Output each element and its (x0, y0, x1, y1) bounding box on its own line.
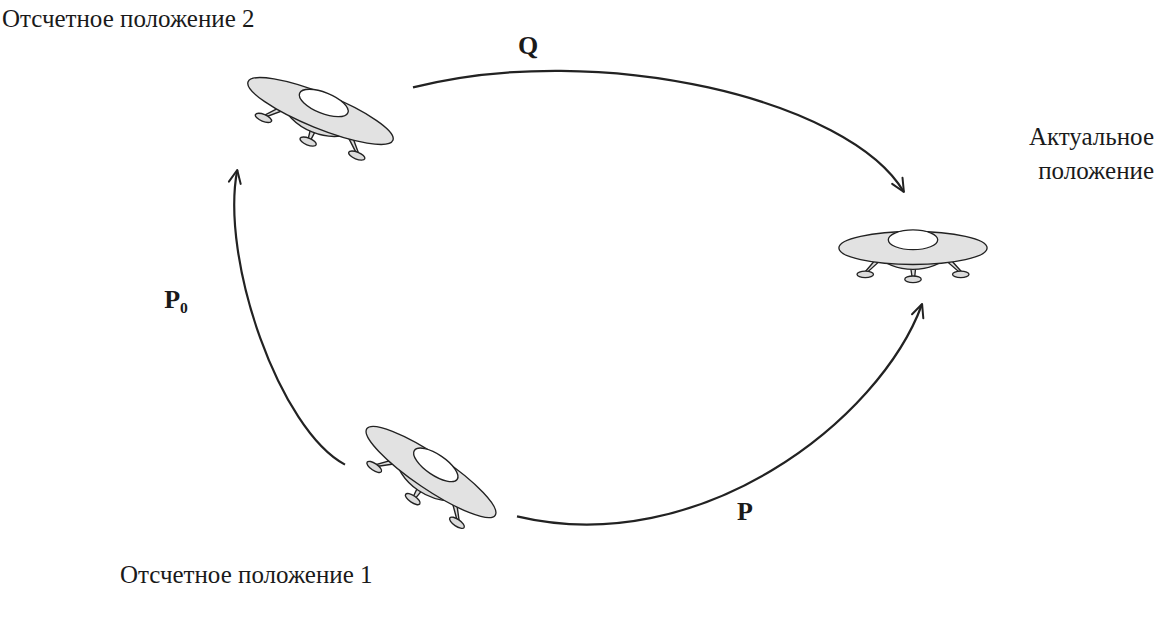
arrow-line (234, 170, 345, 465)
ufo-illustration (822, 192, 1004, 304)
ufo-body (234, 64, 400, 174)
arrow-head (229, 170, 241, 184)
ufo-pad (905, 276, 921, 283)
ufo-body (839, 230, 987, 283)
curved-arrow (413, 71, 904, 192)
transform-label: P₀ (161, 285, 191, 315)
ufo-body (347, 413, 506, 545)
ufo-pad (448, 515, 466, 530)
ufo-pad (365, 459, 383, 474)
ufo-node: Отсчетное положение 1 (345, 398, 517, 546)
ufo-pad (953, 271, 969, 278)
transform-label: P (734, 497, 756, 527)
ufo-pad (299, 135, 318, 148)
curved-arrow (517, 304, 923, 525)
ufo-dome (296, 84, 352, 123)
ufo-pad (254, 111, 273, 124)
ufo-pad (404, 491, 422, 506)
curved-arrow (229, 170, 345, 465)
ufo-illustration (345, 398, 517, 546)
arrow-head (892, 178, 904, 192)
arrow-head (912, 304, 923, 318)
ufo-node: Отсчетное положение 2 (228, 52, 413, 170)
ufo-illustration (228, 52, 413, 170)
ufo-disc (357, 414, 505, 529)
ufo-dome (409, 442, 463, 488)
ufo-disc (242, 66, 400, 157)
position-label: Актуальное положение (954, 120, 1154, 188)
position-label: Отсчетное положение 2 (2, 2, 255, 36)
ufo-node: Актуальное положение (822, 192, 1004, 304)
transform-label: Q (515, 31, 541, 61)
arrow-line (517, 304, 922, 525)
position-label: Отсчетное положение 1 (120, 558, 373, 592)
ufo-pad (347, 149, 366, 162)
ufo-dome (888, 230, 937, 250)
arrow-line (413, 71, 904, 192)
ufo-pad (857, 271, 873, 278)
